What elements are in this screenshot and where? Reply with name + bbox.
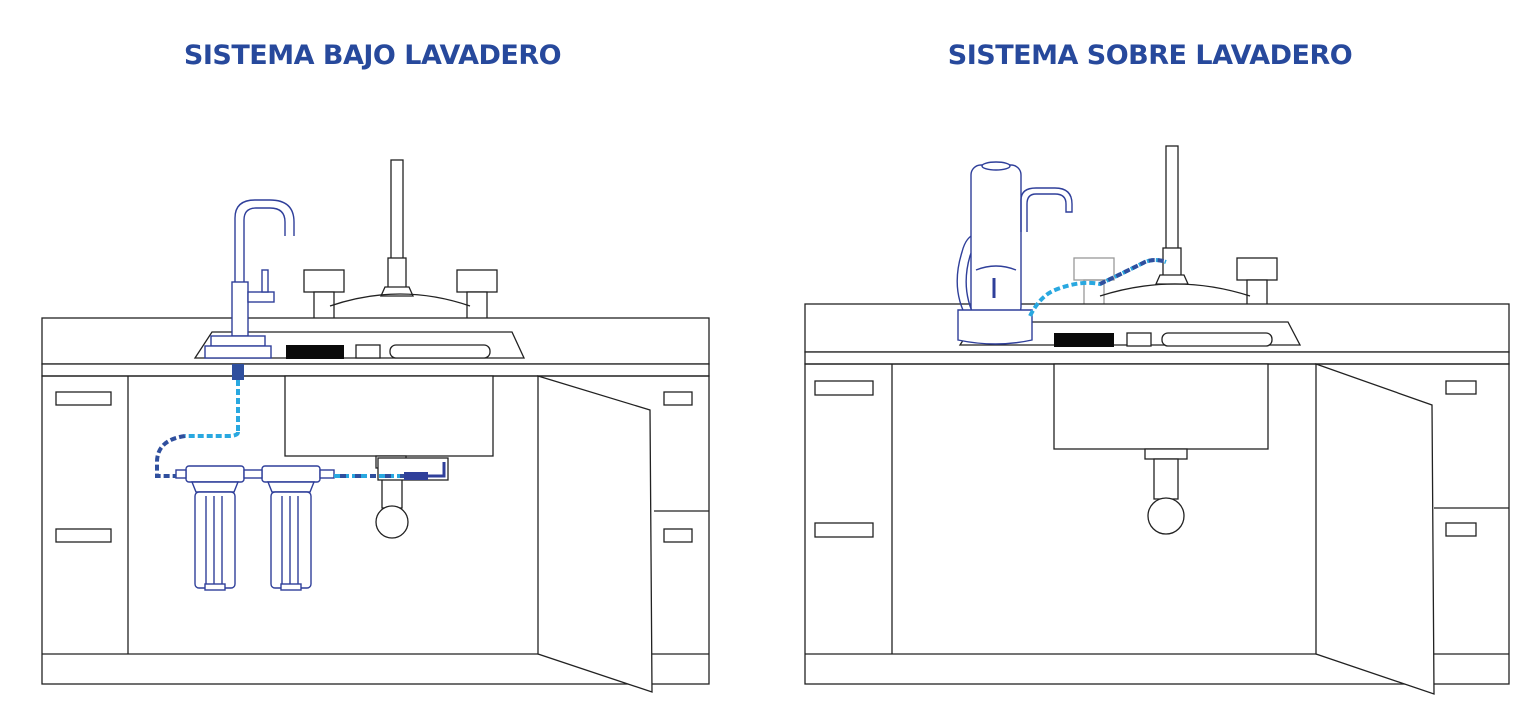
drain-pipe-icon xyxy=(1144,448,1188,535)
title-under-sink: SISTEMA BAJO LAVADERO xyxy=(183,40,562,71)
tee-connector xyxy=(428,462,446,478)
faucet-icon xyxy=(204,199,295,359)
filter-housing-icon xyxy=(175,465,245,591)
countertop-filter-icon xyxy=(956,161,1073,345)
right-valve-handle-icon xyxy=(456,269,498,323)
drain-pipe-icon xyxy=(375,455,449,539)
under-sink-scene xyxy=(41,159,710,693)
water-hose-icon xyxy=(155,364,404,478)
filter-housing-icon xyxy=(243,465,335,591)
tee-connector xyxy=(404,472,428,480)
left-valve-handle-icon xyxy=(303,269,345,323)
open-cabinet-door xyxy=(537,375,653,693)
sink-rim xyxy=(193,331,526,359)
over-sink-scene xyxy=(804,145,1510,695)
sink-backsplash xyxy=(1099,283,1251,297)
sink-rim xyxy=(958,321,1302,347)
sink-basin xyxy=(284,375,494,457)
sink-basin xyxy=(1053,363,1269,450)
title-over-sink: SISTEMA SOBRE LAVADERO xyxy=(947,40,1353,71)
open-cabinet-door xyxy=(1315,363,1435,695)
sink-backsplash xyxy=(329,293,471,307)
right-valve-handle-icon xyxy=(1236,257,1278,311)
water-hose-icon xyxy=(1028,258,1167,317)
main-faucet-icon xyxy=(1154,145,1190,285)
main-faucet-icon xyxy=(379,159,415,297)
